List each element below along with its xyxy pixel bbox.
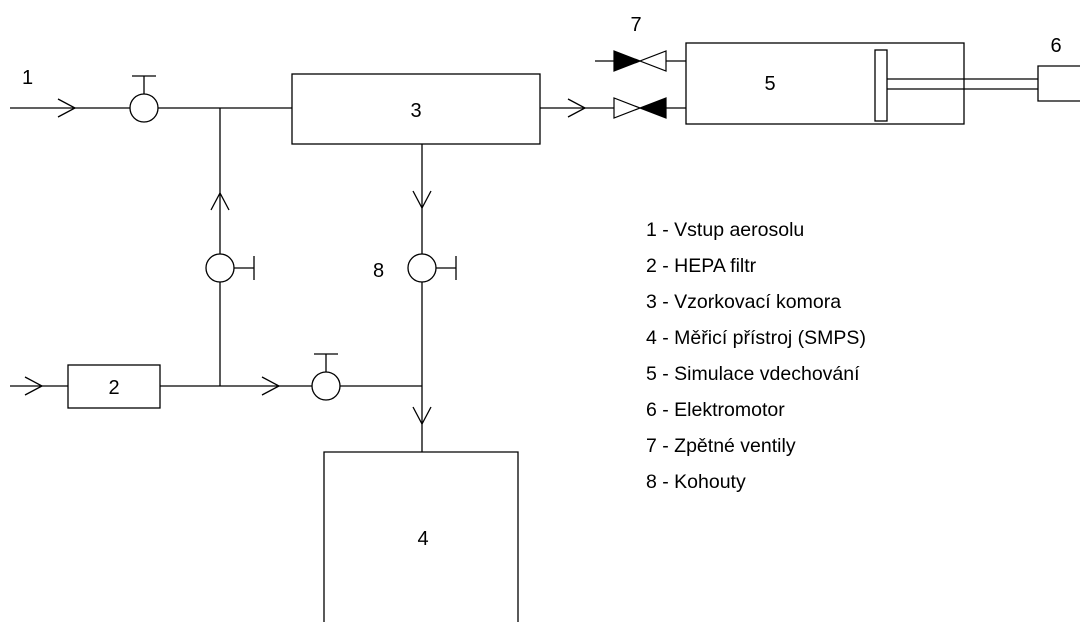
chamber-outlet-line <box>540 98 614 118</box>
measuring-instrument-box <box>323 451 519 622</box>
sampling-chamber-box <box>291 73 541 145</box>
check-valve-lower-icon <box>613 97 686 119</box>
check-valves-number-label: 7 <box>630 14 641 36</box>
legend-item: 3 - Vzorkovací komora <box>646 291 841 313</box>
legend-item: 7 - Zpětné ventily <box>646 435 796 457</box>
sample-line <box>412 144 432 452</box>
legend-item: 6 - Elektromotor <box>646 399 785 421</box>
legend-item: 8 - Kohouty <box>646 471 746 493</box>
inhalation-simulator-box <box>685 42 965 125</box>
chamber-number-label: 3 <box>410 100 421 122</box>
legend-item: 4 - Měřicí přístroj (SMPS) <box>646 327 866 349</box>
piston-rod <box>887 78 1038 90</box>
hepa-stopcock-icon <box>311 353 341 401</box>
inlet-stopcock-icon <box>129 75 159 123</box>
legend-item: 1 - Vstup aerosolu <box>646 219 804 241</box>
bypass-line <box>210 108 230 386</box>
inlet-number-label: 1 <box>22 67 33 89</box>
simulator-number-label: 5 <box>764 73 775 95</box>
hepa-filter-box <box>67 364 161 409</box>
hepa-outlet-line <box>160 376 422 396</box>
sample-stopcock-icon <box>407 253 457 283</box>
electromotor-box <box>1037 65 1080 102</box>
hepa-number-label: 2 <box>108 377 119 399</box>
piston-head <box>874 49 888 122</box>
check-valve-upper-icon <box>595 50 686 72</box>
inlet-line <box>10 98 292 118</box>
motor-number-label: 6 <box>1050 35 1061 57</box>
bypass-stopcock-icon <box>205 253 255 283</box>
hepa-inlet-line <box>10 376 68 396</box>
instrument-number-label: 4 <box>417 528 428 550</box>
stopcock-number-label: 8 <box>373 260 384 282</box>
legend: 1 - Vstup aerosolu 2 - HEPA filtr 3 - Vz… <box>646 219 866 493</box>
legend-item: 2 - HEPA filtr <box>646 255 757 277</box>
legend-item: 5 - Simulace vdechování <box>646 363 860 385</box>
